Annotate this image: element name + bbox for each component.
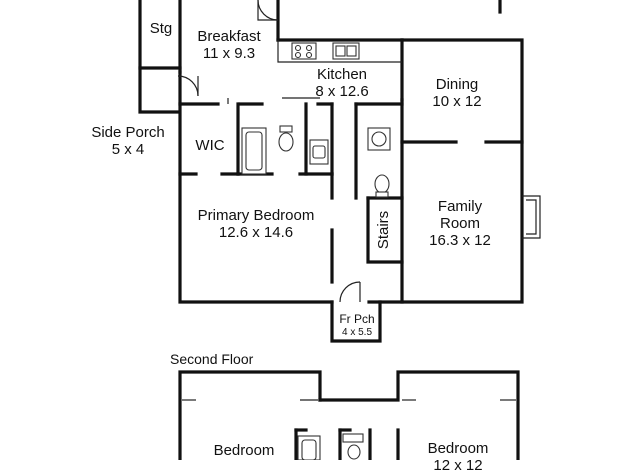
kitchen-label: Kitchen 8 x 12.6 bbox=[292, 66, 392, 100]
room-dimensions: 16.3 x 12 bbox=[429, 232, 491, 249]
room-dimensions: 10 x 12 bbox=[432, 93, 482, 110]
room-name: Stairs bbox=[375, 210, 392, 250]
doors bbox=[177, 0, 361, 303]
breakfast-label: Breakfast 11 x 9.3 bbox=[181, 28, 277, 62]
room-name: Fr Pch bbox=[339, 312, 375, 326]
room-name: Family Room bbox=[437, 198, 483, 232]
floor-title: Second Floor bbox=[170, 351, 254, 367]
room-dimensions: 11 x 9.3 bbox=[202, 45, 256, 62]
bath-fixtures bbox=[241, 125, 391, 198]
room-name: Stg bbox=[149, 20, 173, 37]
room-name: Bedroom bbox=[427, 440, 489, 457]
floor-plan: Stg Breakfast 11 x 9.3 Kitchen 8 x 12.6 … bbox=[78, 0, 541, 474]
side-porch-label: Side Porch 5 x 4 bbox=[78, 124, 178, 158]
room-name: Bedroom bbox=[213, 442, 275, 459]
room-dimensions: 12.6 x 14.6 bbox=[218, 224, 294, 241]
room-name: Primary Bedroom bbox=[197, 207, 315, 224]
second-floor-walls bbox=[178, 370, 520, 460]
kitchen-fixtures bbox=[277, 40, 402, 99]
room-dimensions: 8 x 12.6 bbox=[315, 83, 369, 100]
dining-label: Dining 10 x 12 bbox=[407, 76, 507, 110]
bedroom-right-label: Bedroom 12 x 12 bbox=[408, 440, 508, 474]
room-dimensions: 4 x 5.5 bbox=[341, 327, 373, 338]
family-room-label: Family Room 16.3 x 12 bbox=[410, 198, 510, 249]
room-dimensions: 5 x 4 bbox=[111, 141, 145, 158]
floor-plan-drawing bbox=[138, 0, 541, 460]
room-name: Breakfast bbox=[197, 28, 261, 45]
primary-bedroom-label: Primary Bedroom 12.6 x 14.6 bbox=[196, 207, 316, 241]
second-floor-title: Second Floor bbox=[170, 351, 280, 368]
stairs-label: Stairs bbox=[375, 202, 393, 258]
room-name: WIC bbox=[195, 137, 225, 154]
room-name: Kitchen bbox=[316, 66, 368, 83]
storage-label: Stg bbox=[141, 20, 181, 37]
front-porch-label: Fr Pch 4 x 5.5 bbox=[332, 313, 382, 339]
bedroom-left-label: Bedroom bbox=[196, 442, 292, 459]
room-name: Dining bbox=[435, 76, 479, 93]
wic-label: WIC bbox=[186, 137, 234, 154]
room-name: Side Porch bbox=[91, 124, 165, 141]
first-floor-walls bbox=[138, 0, 541, 343]
